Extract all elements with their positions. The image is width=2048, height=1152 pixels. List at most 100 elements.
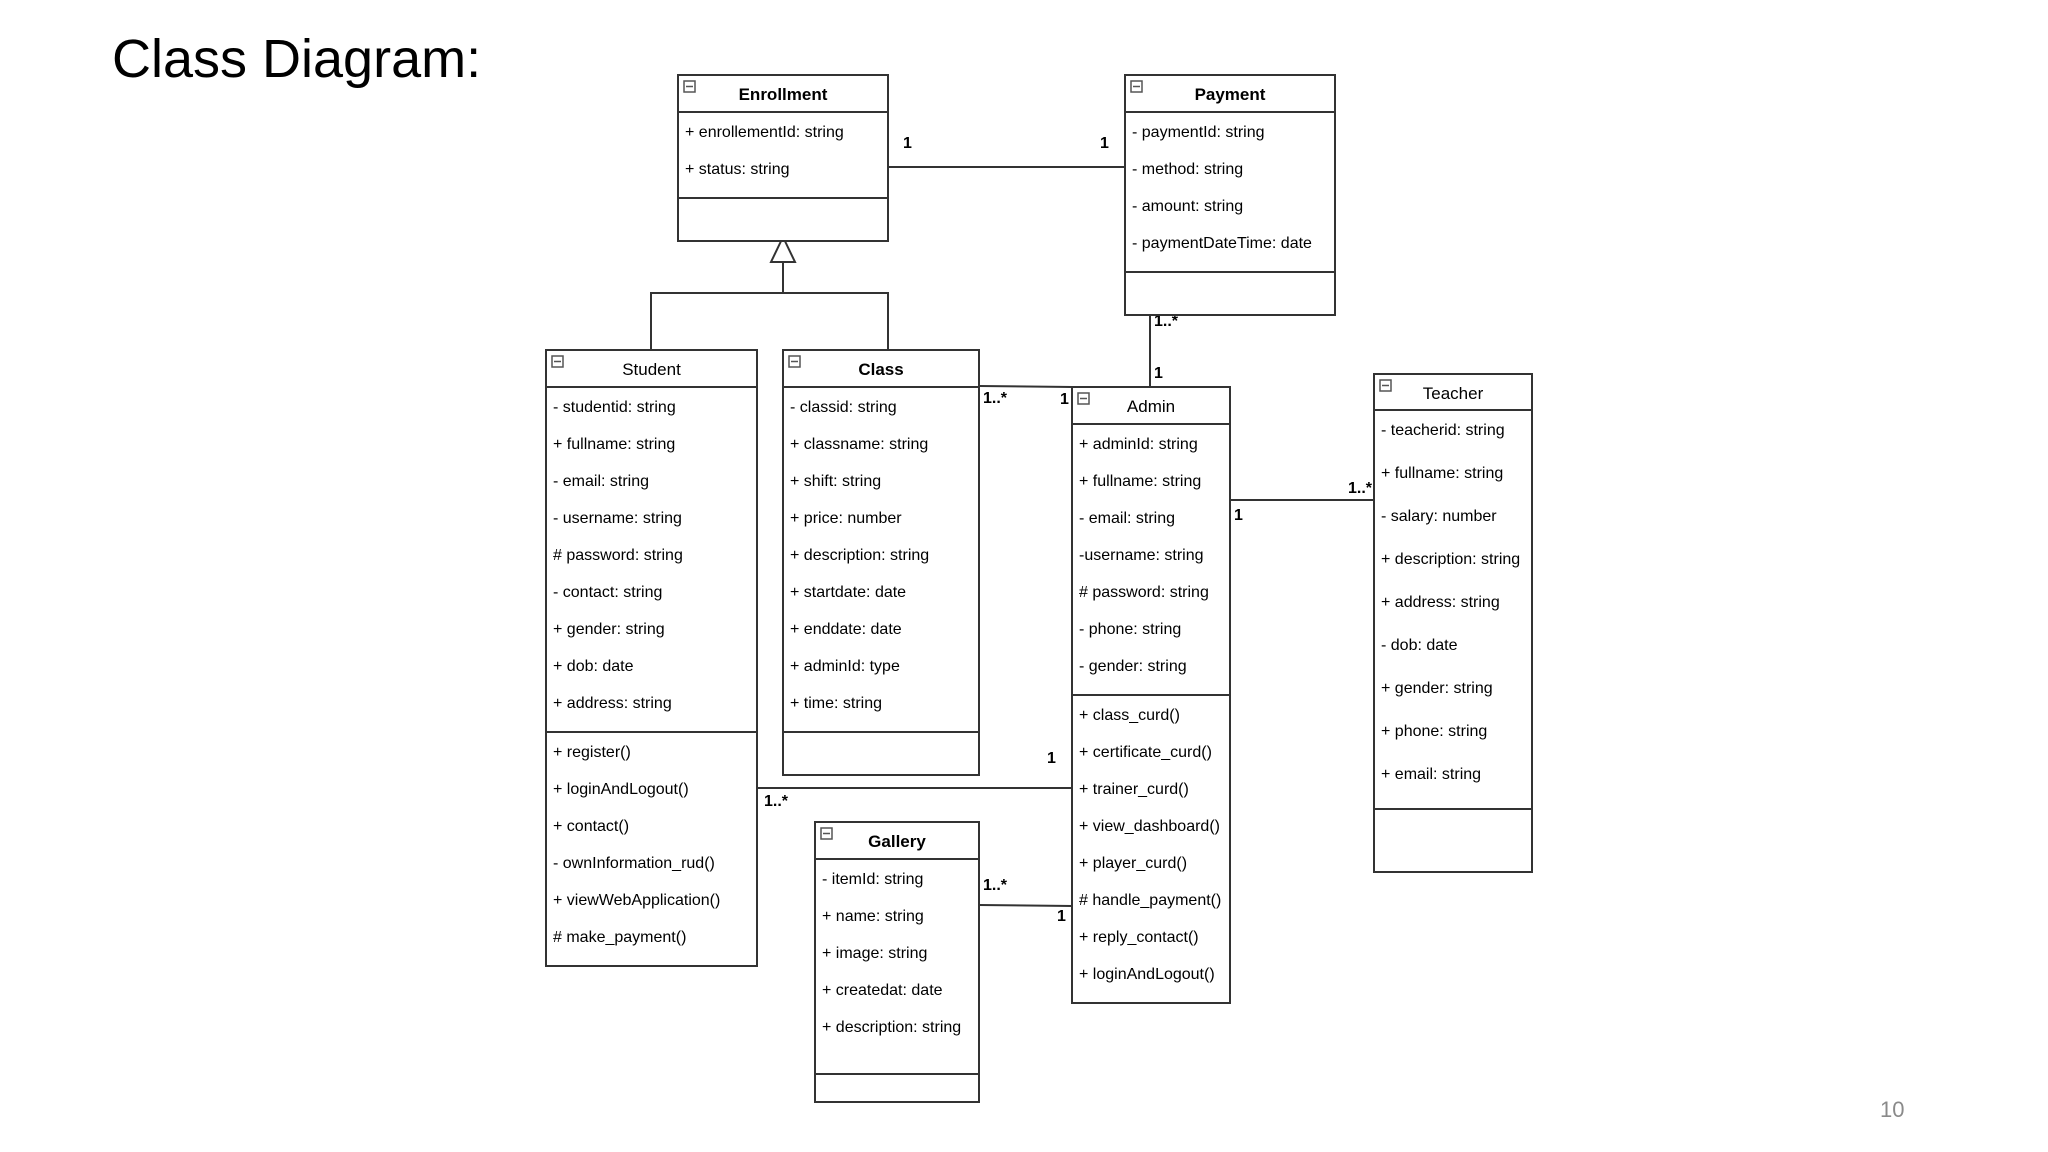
class-attribute: - method: string	[1132, 161, 1243, 178]
class-attribute: - gender: string	[1079, 658, 1187, 675]
class-method: + loginAndLogout()	[553, 781, 689, 798]
class-attribute: + description: string	[1381, 551, 1520, 568]
class-attribute: + enddate: date	[790, 621, 902, 638]
slide-title: Class Diagram:	[112, 29, 482, 89]
multiplicity-label: 1..*	[1348, 480, 1373, 497]
class-method: + certificate_curd()	[1079, 744, 1212, 761]
collapse-icon[interactable]	[1379, 379, 1392, 392]
generalization-arrowhead	[769, 234, 797, 263]
class-name: Gallery	[868, 832, 926, 851]
class-attribute: + adminId: type	[790, 658, 900, 675]
class-attribute: - email: string	[1079, 510, 1175, 527]
class-attribute: + classname: string	[790, 436, 928, 453]
class-method: + viewWebApplication()	[553, 892, 720, 909]
association-class-admin	[978, 385, 1073, 388]
multiplicity-label: 1	[1234, 507, 1243, 524]
class-box	[1124, 74, 1336, 316]
class-box	[814, 821, 980, 1103]
generalization-class	[783, 292, 889, 350]
class-box	[782, 349, 980, 776]
class-enrollment: Enrollment+ enrollementId: string+ statu…	[677, 74, 889, 242]
class-attribute: + fullname: string	[1079, 473, 1201, 490]
class-method: # handle_payment()	[1079, 892, 1221, 909]
collapse-icon[interactable]	[683, 80, 696, 93]
multiplicity-label: 1	[1100, 135, 1109, 152]
class-method: # make_payment()	[553, 929, 686, 946]
class-attribute: # password: string	[553, 547, 683, 564]
class-name: Teacher	[1423, 384, 1484, 403]
class-attribute: -username: string	[1079, 547, 1204, 564]
class-attribute: - email: string	[553, 473, 649, 490]
class-method: + trainer_curd()	[1079, 781, 1189, 798]
class-attribute: + gender: string	[553, 621, 665, 638]
class-attribute: - username: string	[553, 510, 682, 527]
class-name: Admin	[1127, 397, 1175, 416]
class-method: + register()	[553, 744, 631, 761]
class-name: Class	[858, 360, 903, 379]
class-attribute: + address: string	[553, 695, 672, 712]
class-method: + player_curd()	[1079, 855, 1187, 872]
class-attribute: + fullname: string	[553, 436, 675, 453]
class-attribute: - amount: string	[1132, 198, 1243, 215]
class-class: Class - classid: string + classname: strin…	[782, 349, 980, 776]
multiplicity-label: 1..*	[764, 793, 789, 810]
classes: Enrollment+ enrollementId: string+ statu…	[545, 74, 1533, 1103]
class-box	[545, 349, 758, 967]
class-attribute: + time: string	[790, 695, 882, 712]
connectors	[650, 166, 1374, 907]
association-gallery-admin	[978, 904, 1073, 907]
class-attribute: + address: string	[1381, 594, 1500, 611]
multiplicity-label: 1..*	[983, 390, 1008, 407]
multiplicity-labels: 1 1 1..* 1 1..* 1 1 1..* 1..* 1 1..* 1	[764, 135, 1373, 925]
class-payment: Payment - paymentId: string - method: stri…	[1124, 74, 1336, 316]
class-attribute: - paymentId: string	[1132, 124, 1265, 141]
class-teacher: Teacher- teacherid: string+ fullname: st…	[1373, 373, 1533, 873]
class-method: + loginAndLogout()	[1079, 966, 1215, 983]
class-attribute: + description: string	[790, 547, 929, 564]
multiplicity-label: 1	[1047, 750, 1056, 767]
class-attribute: - contact: string	[553, 584, 662, 601]
generalization-student	[650, 292, 783, 350]
multiplicity-label: 1	[1154, 365, 1163, 382]
class-name: Payment	[1195, 85, 1266, 104]
class-method: + reply_contact()	[1079, 929, 1199, 946]
class-attribute: + gender: string	[1381, 680, 1493, 697]
class-attribute: - phone: string	[1079, 621, 1181, 638]
class-attribute: - itemId: string	[822, 871, 923, 888]
multiplicity-label: 1	[903, 135, 912, 152]
multiplicity-label: 1..*	[983, 877, 1008, 894]
page-number: 10	[1880, 1097, 1905, 1122]
collapse-icon[interactable]	[788, 355, 801, 368]
class-attribute: + shift: string	[790, 473, 881, 490]
class-student: Student- studentid: string+ fullname: st…	[545, 349, 758, 967]
class-attribute: + name: string	[822, 908, 924, 925]
class-attribute: + enrollementId: string	[685, 124, 844, 141]
class-attribute: - dob: date	[1381, 637, 1458, 654]
class-attribute: + phone: string	[1381, 723, 1487, 740]
class-attribute: + fullname: string	[1381, 465, 1503, 482]
class-name: Student	[622, 360, 681, 379]
class-attribute: + price: number	[790, 510, 902, 527]
class-method: + view_dashboard()	[1079, 818, 1220, 835]
class-attribute: + dob: date	[553, 658, 634, 675]
class-attribute: # password: string	[1079, 584, 1209, 601]
collapse-icon[interactable]	[551, 355, 564, 368]
class-admin: Admin + adminId: string + fullname: string…	[1071, 386, 1231, 1004]
class-attribute: + email: string	[1381, 766, 1481, 783]
class-method: - ownInformation_rud()	[553, 855, 715, 872]
class-attribute: + adminId: string	[1079, 436, 1198, 453]
class-box	[1373, 373, 1533, 873]
class-attribute: + image: string	[822, 945, 927, 962]
collapse-icon[interactable]	[1130, 80, 1143, 93]
class-attribute: + description: string	[822, 1019, 961, 1036]
multiplicity-label: 1..*	[1154, 313, 1179, 330]
class-attribute: + createdat: date	[822, 982, 943, 999]
class-attribute: + status: string	[685, 161, 790, 178]
class-attribute: - classid: string	[790, 399, 897, 416]
collapse-icon[interactable]	[820, 827, 833, 840]
collapse-icon[interactable]	[1077, 392, 1090, 405]
multiplicity-label: 1	[1057, 908, 1066, 925]
class-gallery: Gallery - itemId: string + name: string + i…	[814, 821, 980, 1103]
multiplicity-label: 1	[1060, 391, 1069, 408]
